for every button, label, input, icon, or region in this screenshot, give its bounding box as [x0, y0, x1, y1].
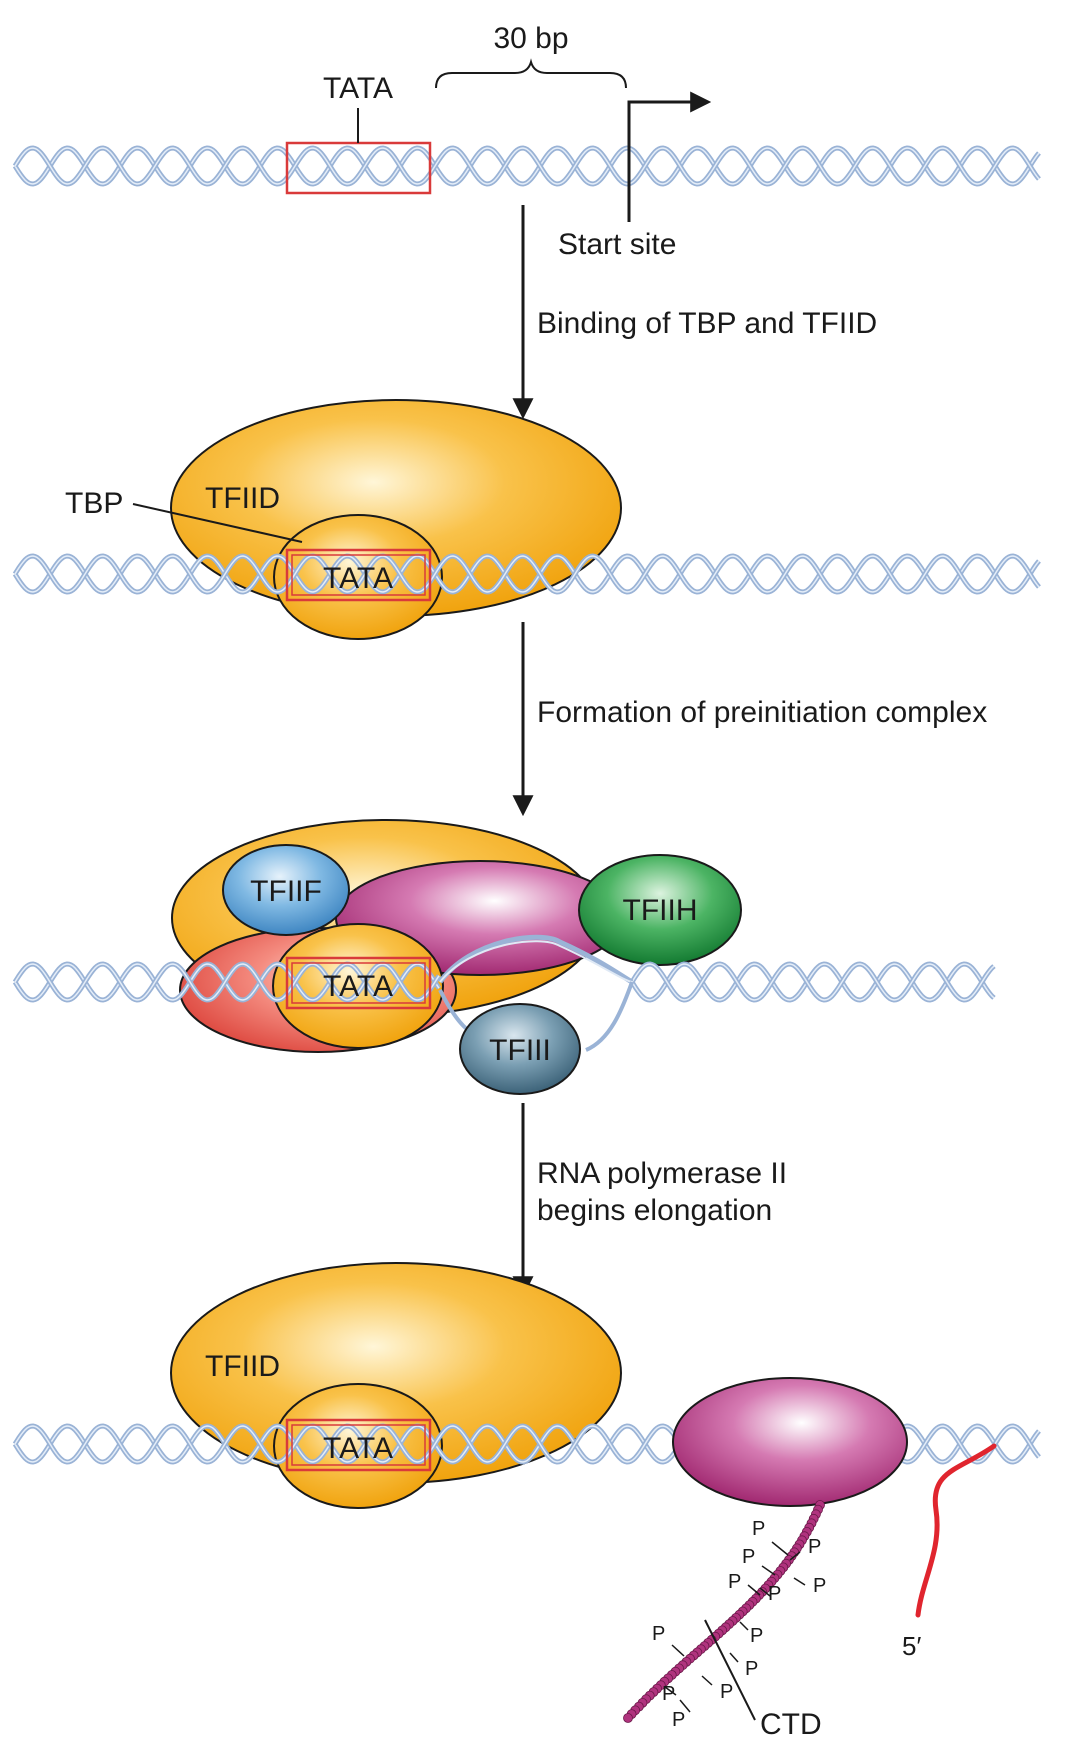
ctd-bead — [623, 1713, 633, 1723]
dna-melted-loop-inner — [439, 940, 633, 983]
dna-strand-highlight — [631, 963, 995, 1001]
ctd-leader-line — [704, 1619, 756, 1721]
tfiie-label: TFIII — [489, 1034, 551, 1067]
stage2-tfiid-binding: TATA TFIID TBP — [12, 399, 1041, 640]
dna-helix-3b — [629, 961, 996, 1003]
five-prime-label: 5′ — [902, 1631, 921, 1661]
phosphate-tick — [701, 1675, 713, 1686]
tata-label: TATA — [323, 970, 393, 1003]
tbp-shape — [273, 514, 443, 640]
stage1-promoter-dna: TATA 30 bp Start site — [12, 22, 1041, 261]
phosphate-label: P — [745, 1658, 758, 1680]
pol2-shape — [672, 1377, 908, 1507]
tata-box-inner — [291, 1424, 426, 1466]
step-label-1: Binding of TBP and TFIID — [537, 307, 877, 340]
dna-strand-a — [12, 145, 1041, 187]
phosphate-label: P — [652, 1623, 665, 1645]
step-label-3b: begins elongation — [537, 1194, 772, 1227]
tata-box-outline — [285, 1418, 432, 1472]
phosphate-tick — [771, 1541, 789, 1556]
start-site-arrow — [627, 91, 712, 222]
tfiie-shape — [459, 1003, 581, 1095]
dna-strand-highlight — [14, 555, 1040, 593]
dna-melted-loop — [437, 934, 634, 985]
tata-label: TATA — [323, 562, 393, 595]
tfiih-shape — [578, 854, 742, 966]
rna-transcript — [915, 1443, 997, 1618]
dna-strand-highlight — [14, 963, 440, 1001]
tfiif-label: TFIIF — [250, 875, 322, 908]
phosphate-tick — [747, 1584, 761, 1596]
dna-strand-b — [12, 145, 1041, 187]
step-label-3a: RNA polymerase II — [537, 1157, 787, 1190]
tbp-shape — [272, 923, 444, 1049]
tfiid-label: TFIID — [205, 1350, 280, 1383]
start-site-label: Start site — [558, 228, 676, 261]
phosphate-label: P — [752, 1518, 765, 1540]
dna-strand-highlight — [631, 963, 995, 1001]
tbp-leader-line — [132, 503, 303, 543]
phosphate-label: P — [813, 1575, 826, 1597]
phosphate-tick — [761, 1565, 776, 1576]
phosphate-tick — [729, 1652, 739, 1663]
tata-label-top: TATA — [323, 72, 393, 105]
bp-span-label: 30 bp — [493, 22, 568, 55]
dna-helix-3a — [12, 961, 442, 1003]
tata-box-inner — [291, 554, 426, 596]
phosphate-label: P — [808, 1536, 821, 1558]
phosphate-label: P — [662, 1683, 675, 1705]
phosphate-label: P — [742, 1546, 755, 1568]
tbp-label: TBP — [65, 487, 123, 520]
phosphate-label: P — [750, 1625, 763, 1647]
tata-label: TATA — [323, 1432, 393, 1465]
tfiif-shape — [222, 844, 350, 936]
phosphate-tick — [664, 1686, 677, 1696]
tata-box-inner — [291, 962, 426, 1004]
dna-strand-highlight — [14, 147, 1040, 185]
phosphate-tick — [789, 1551, 801, 1561]
ctd-label: CTD — [760, 1708, 822, 1741]
bp-bracket — [435, 58, 627, 89]
phosphate-label: P — [768, 1583, 781, 1605]
phosphate-tick — [671, 1644, 685, 1657]
phosphate-tick — [759, 1587, 771, 1597]
dna-helix-1 — [12, 145, 1041, 187]
tbp-shape — [273, 1383, 443, 1509]
stage3-preinitiation-complex: TFIIF TFIIH TATA TFIII — [12, 819, 996, 1095]
dna-helix-2 — [12, 553, 1041, 595]
phosphate-tick — [739, 1621, 749, 1631]
dna-strand-highlight — [14, 147, 1040, 185]
phosphate-label: P — [728, 1571, 741, 1593]
phosphate-label: P — [720, 1681, 733, 1703]
phosphate-tick — [679, 1699, 691, 1713]
tata-box-outline — [285, 956, 432, 1010]
dna-strand-highlight — [14, 555, 1040, 593]
phosphate-label: P — [672, 1709, 685, 1731]
tfiih-label: TFIIH — [623, 894, 698, 927]
step-label-2: Formation of preinitiation complex — [537, 696, 987, 729]
tata-box-outline — [285, 548, 432, 602]
tfiid-label: TFIID — [205, 482, 280, 515]
phosphate-tick — [793, 1577, 806, 1586]
